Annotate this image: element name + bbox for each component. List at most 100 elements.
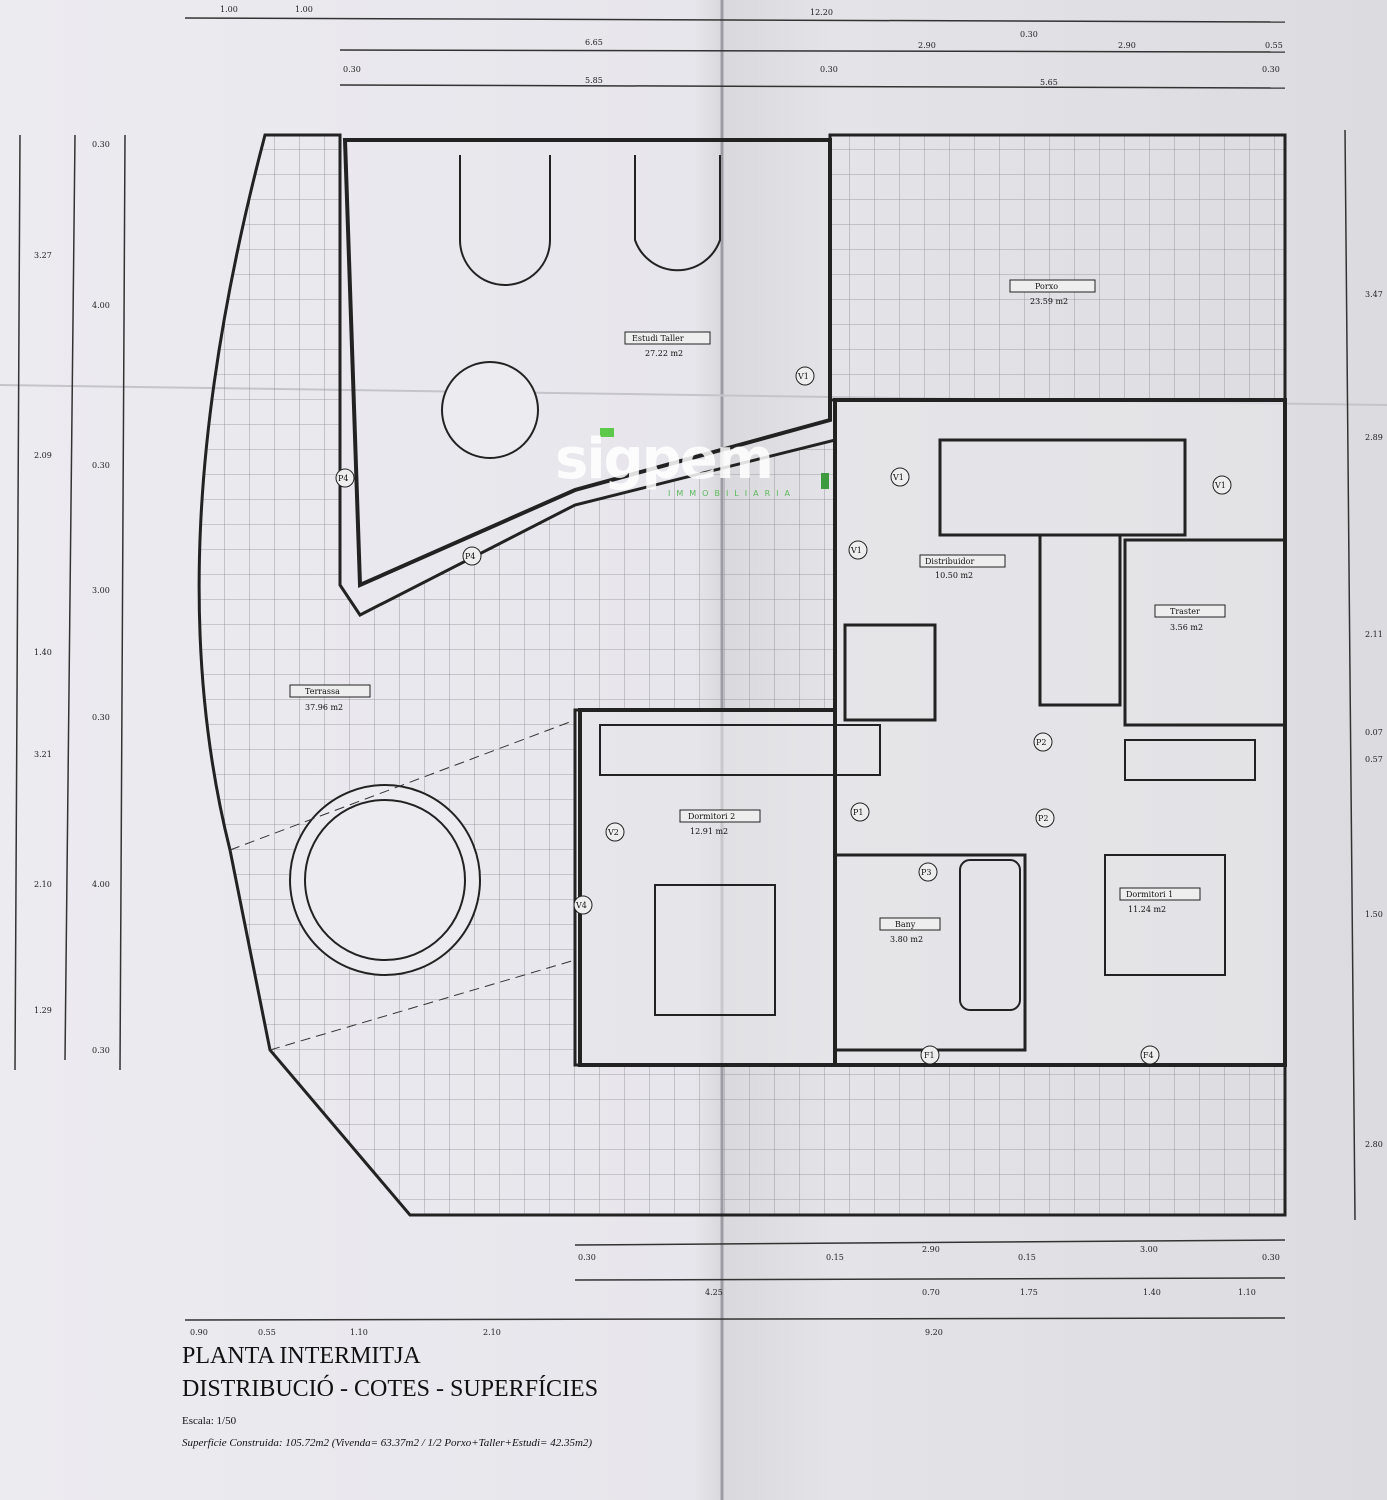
door-tag-label: P4: [465, 552, 475, 561]
room-area: 3.80 m2: [890, 935, 923, 944]
door-tag: F4: [1140, 1045, 1160, 1065]
door-tag-label: P2: [1036, 738, 1046, 747]
dim-label: 0.30: [1262, 1253, 1280, 1262]
room-area: 37.96 m2: [305, 703, 343, 712]
bedroom-2-walls: [578, 708, 837, 1067]
pool-inner-ring: [304, 799, 466, 961]
dimension-labels-right: 3.47 2.89 2.11 0.07 0.57 1.50 2.80: [1365, 290, 1383, 1149]
door-tag: F1: [920, 1045, 940, 1065]
plan-built-area: Superficie Construida: 105.72m2 (Vivenda…: [182, 1437, 593, 1449]
door-tag-label: V4: [575, 901, 587, 910]
door-tag-label: F1: [924, 1051, 935, 1060]
dim-label: 0.30: [1262, 65, 1280, 74]
room-area: 10.50 m2: [935, 571, 973, 580]
round-pool: [289, 784, 481, 976]
dim-label: 3.21: [34, 750, 52, 759]
room-name: Porxo: [1035, 282, 1058, 291]
dim-label: 2.10: [483, 1328, 501, 1337]
stair-lower: [1038, 533, 1122, 707]
room-area: 23.59 m2: [1030, 297, 1068, 306]
door-tag: P3: [918, 862, 938, 882]
room-name: Dormitori 1: [1126, 890, 1173, 899]
dim-label: 6.65: [585, 38, 603, 47]
door-tag-label: V1: [892, 473, 904, 482]
dim-label: 1.40: [34, 648, 52, 657]
dimension-labels-left: 3.27 2.09 1.40 3.21 2.10 1.29 0.30 4.00 …: [34, 140, 110, 1055]
dim-label: 2.80: [1365, 1140, 1383, 1149]
room-label-traster: Traster 3.56 m2: [1154, 604, 1226, 632]
door-tag-label: V1: [850, 546, 862, 555]
dim-label: 0.07: [1365, 728, 1383, 737]
dim-label: 0.30: [820, 65, 838, 74]
watermark-logo-accent: [600, 428, 614, 437]
dim-label: 0.57: [1365, 755, 1383, 764]
room-name: Estudi Taller: [632, 334, 684, 343]
door-tag: P2: [1035, 808, 1055, 828]
terrace-area: [197, 133, 1287, 1217]
door-tag: V1: [795, 366, 815, 386]
dim-label: 2.90: [918, 41, 936, 50]
plan-scale: Escala: 1/50: [182, 1415, 237, 1427]
dim-label: 2.10: [34, 880, 52, 889]
room-label-terrassa: Terrassa 37.96 m2: [289, 684, 371, 712]
dim-label: 5.85: [585, 76, 603, 85]
wardrobe-bedroom-2: [599, 724, 881, 776]
dim-label: 1.00: [220, 5, 238, 14]
dim-label: 0.30: [343, 65, 361, 74]
door-tags: V1 V1 V1 V1 V2 P4 P4 V4 P2 P1 P2 P3 F1 F…: [335, 366, 1232, 1065]
watermark-logo-accent: [821, 473, 829, 489]
desk-1: [459, 155, 551, 286]
door-tag: V4: [573, 895, 593, 915]
bed-bedroom-2: [654, 884, 776, 1016]
door-tag: P2: [1033, 732, 1053, 752]
door-tag-label: V2: [607, 828, 619, 837]
dim-label: 0.15: [1018, 1253, 1036, 1262]
house-walls: [833, 398, 1287, 1067]
door-tag-label: P2: [1038, 814, 1048, 823]
dim-label: 0.55: [258, 1328, 276, 1337]
door-tag-label: V1: [797, 372, 809, 381]
dim-label: 2.11: [1365, 630, 1383, 639]
dim-label: 3.27: [34, 251, 52, 260]
studio-walls: [342, 138, 832, 589]
room-name: Terrassa: [305, 687, 340, 696]
dim-label: 0.30: [92, 461, 110, 470]
dimension-labels-top: 1.00 1.00 12.20 6.65 2.90 0.30 2.90 0.55…: [220, 5, 1283, 87]
room-area: 12.91 m2: [690, 827, 728, 836]
dim-label: 0.55: [1265, 41, 1283, 50]
round-table: [441, 361, 539, 459]
dim-label: 3.00: [1140, 1245, 1158, 1254]
dimension-lines: [14, 17, 1356, 1321]
dim-label: 0.30: [92, 1046, 110, 1055]
room-area: 27.22 m2: [645, 349, 683, 358]
dim-label: 5.65: [1040, 78, 1058, 87]
door-tag-label: P4: [338, 474, 348, 483]
door-tag: V1: [848, 540, 868, 560]
dim-label: 2.89: [1365, 433, 1383, 442]
dim-label: 0.30: [1020, 30, 1038, 39]
dim-label: 0.15: [826, 1253, 844, 1262]
door-tag-label: F4: [1143, 1051, 1154, 1060]
desk-2: [634, 155, 721, 272]
plan-title: PLANTA INTERMITJA: [182, 1343, 421, 1369]
room-name: Traster: [1170, 607, 1200, 616]
dim-label: 2.90: [1118, 41, 1136, 50]
room-label-distribuidor: Distribuidor 10.50 m2: [919, 554, 1006, 580]
room-name: Bany: [895, 920, 916, 929]
dim-label: 2.09: [34, 451, 52, 460]
room-label-dormitori-2: Dormitori 2 12.91 m2: [679, 809, 761, 836]
room-name: Dormitori 2: [688, 812, 735, 821]
watermark-logo: sigpem: [555, 427, 774, 492]
dim-label: 4.00: [92, 880, 110, 889]
dim-label: 1.40: [1143, 1288, 1161, 1297]
dim-label: 4.25: [705, 1288, 723, 1297]
room-name: Distribuidor: [925, 557, 974, 566]
room-area: 3.56 m2: [1170, 623, 1203, 632]
dim-label: 1.75: [1020, 1288, 1038, 1297]
watermark-subtitle: IMMOBILIARIA: [668, 489, 796, 498]
bed-bedroom-1: [1104, 854, 1226, 976]
door-tag-label: V1: [1214, 481, 1226, 490]
door-tag: P4: [335, 468, 355, 488]
